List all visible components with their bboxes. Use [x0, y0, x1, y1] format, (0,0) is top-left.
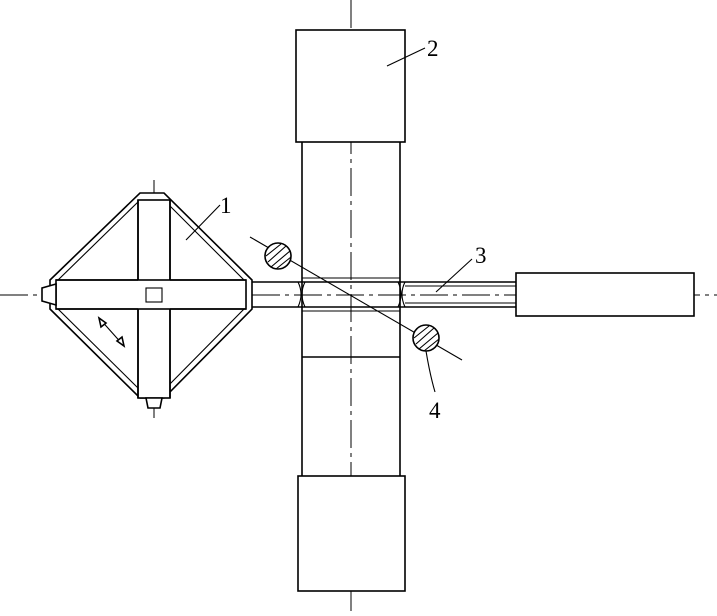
- turret-hub: [145, 287, 163, 303]
- lower-hatched-circle: [412, 324, 440, 352]
- upper-block: [295, 29, 406, 143]
- label-part4: 4: [429, 398, 441, 423]
- turret-tip-bottom: [145, 397, 163, 409]
- shaft-shoulder-left: [297, 281, 306, 308]
- leader-part1: [185, 204, 221, 241]
- label-part1: 1: [220, 193, 232, 218]
- shaft-shoulder-right: [397, 281, 406, 308]
- turret-tip-left: [41, 282, 57, 307]
- cylinder-body: [515, 272, 695, 317]
- leader-part4: [425, 350, 436, 393]
- rotation-arrow-head-b: [115, 335, 126, 348]
- leader-part2: [386, 47, 426, 67]
- turret-arm-junction: [56, 200, 246, 398]
- rotation-arrow-head-a: [97, 316, 108, 329]
- upper-hatched-circle: [264, 242, 292, 270]
- turret-arm-horizontal: [55, 279, 247, 310]
- lower-block: [297, 475, 406, 592]
- leader-part3: [435, 258, 473, 293]
- label-part3: 3: [475, 243, 487, 268]
- label-part2: 2: [427, 36, 439, 61]
